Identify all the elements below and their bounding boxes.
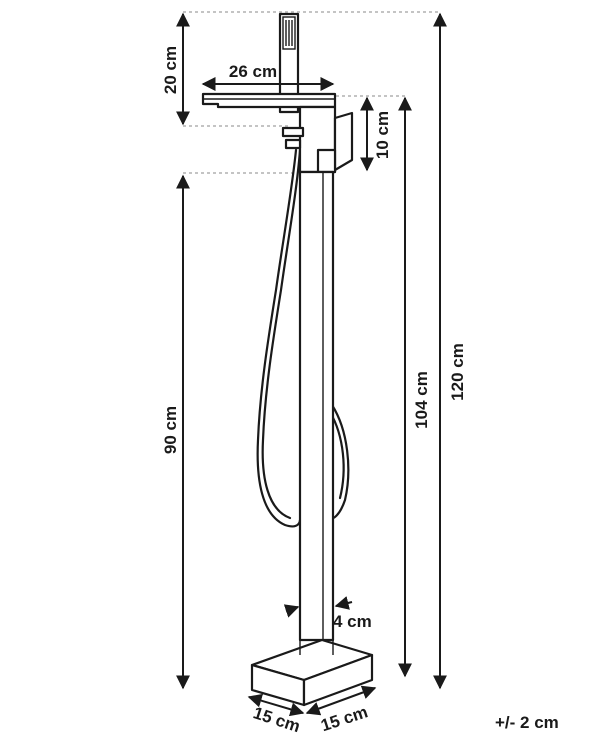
tolerance-note: +/- 2 cm [495, 713, 559, 732]
pillar [298, 170, 335, 642]
faucet-illustration [201, 12, 374, 707]
dim-arrow-4cm-right [334, 596, 353, 610]
extension-guides [183, 11, 440, 174]
dim-arrow-15cm-right [305, 685, 377, 716]
label-10cm: 10 cm [373, 111, 392, 159]
dim-arrow-15cm-left [247, 693, 305, 717]
label-15cm-depth: 15 cm [251, 703, 303, 736]
dim-arrow-4cm-left [283, 604, 300, 618]
spout [201, 92, 337, 109]
label-104cm: 104 cm [412, 371, 431, 429]
shower-hose [256, 148, 302, 528]
mixer-body [281, 105, 354, 174]
hose-loop-right [328, 403, 350, 520]
label-120cm: 120 cm [448, 343, 467, 401]
label-4cm: 4 cm [333, 612, 372, 631]
dimension-labels: 20 cm 26 cm 10 cm 90 cm 104 cm 120 cm 4 … [161, 46, 559, 736]
label-26cm: 26 cm [229, 62, 277, 81]
label-20cm: 20 cm [161, 46, 180, 94]
label-90cm: 90 cm [161, 406, 180, 454]
dimension-arrows [176, 12, 447, 717]
label-15cm-width: 15 cm [318, 702, 370, 735]
